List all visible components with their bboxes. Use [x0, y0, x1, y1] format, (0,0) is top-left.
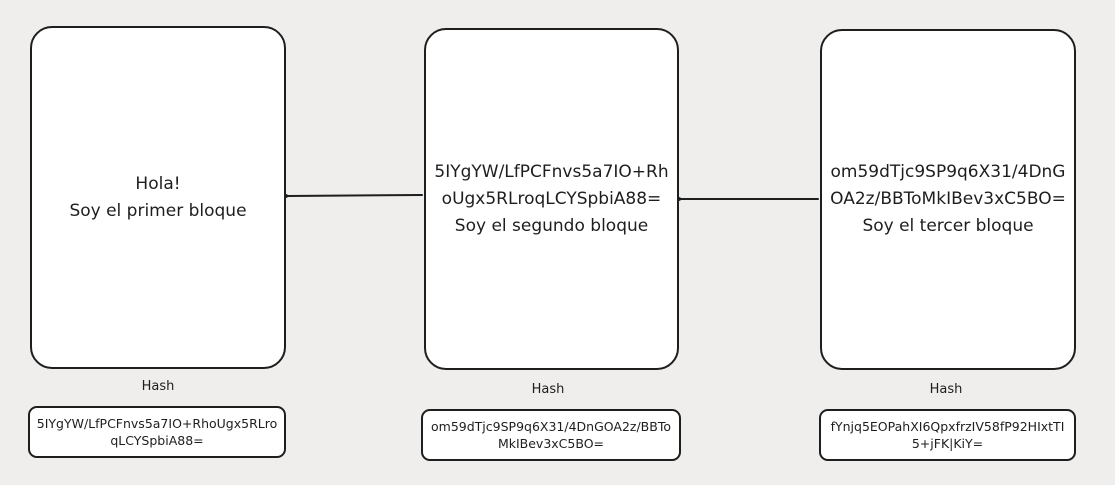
block-1-hash-value: 5IYgYW/LfPCFnvs5a7IO+RhoUgx5RLroqLCYSpbi… — [28, 406, 286, 458]
block-1-text: Hola! — [135, 173, 181, 194]
block-2-description: Soy el segundo bloque — [454, 215, 649, 236]
block-1-hash-label: Hash — [141, 379, 175, 394]
block-1: Hola! Soy el primer bloque — [30, 26, 286, 369]
block-2-hash-value: om59dTjc9SP9q6X31/4DnGOA2z/BBToMkIBev3xC… — [421, 409, 681, 461]
block-3-content: om59dTjc9SP9q6X31/4DnGOA2z/BBToMkIBev3xC… — [822, 159, 1074, 240]
block-3-description: Soy el tercer bloque — [862, 216, 1034, 236]
block-3-hash-value: fYnjq5EOPahXI6QpxfrzIV58fP92HIxtTI5+jFK|… — [819, 409, 1076, 461]
block-3: om59dTjc9SP9q6X31/4DnGOA2z/BBToMkIBev3xC… — [820, 29, 1076, 370]
block-3-hash-label: Hash — [929, 382, 963, 397]
block-2-content: 5IYgYW/LfPCFnvs5a7IO+RhoUgx5RLroqLCYSpbi… — [426, 159, 677, 240]
block-1-content: Hola! Soy el primer bloque — [61, 171, 254, 225]
block-2-prev-hash: 5IYgYW/LfPCFnvs5a7IO+RhoUgx5RLroqLCYSpbi… — [434, 161, 669, 209]
block-3-prev-hash: om59dTjc9SP9q6X31/4DnGOA2z/BBToMkIBev3xC… — [830, 162, 1066, 209]
block-1-description: Soy el primer bloque — [69, 200, 247, 221]
arrow-block2-to-block1 — [288, 195, 423, 196]
block-2-hash-label: Hash — [531, 382, 565, 397]
block-2: 5IYgYW/LfPCFnvs5a7IO+RhoUgx5RLroqLCYSpbi… — [424, 28, 679, 370]
